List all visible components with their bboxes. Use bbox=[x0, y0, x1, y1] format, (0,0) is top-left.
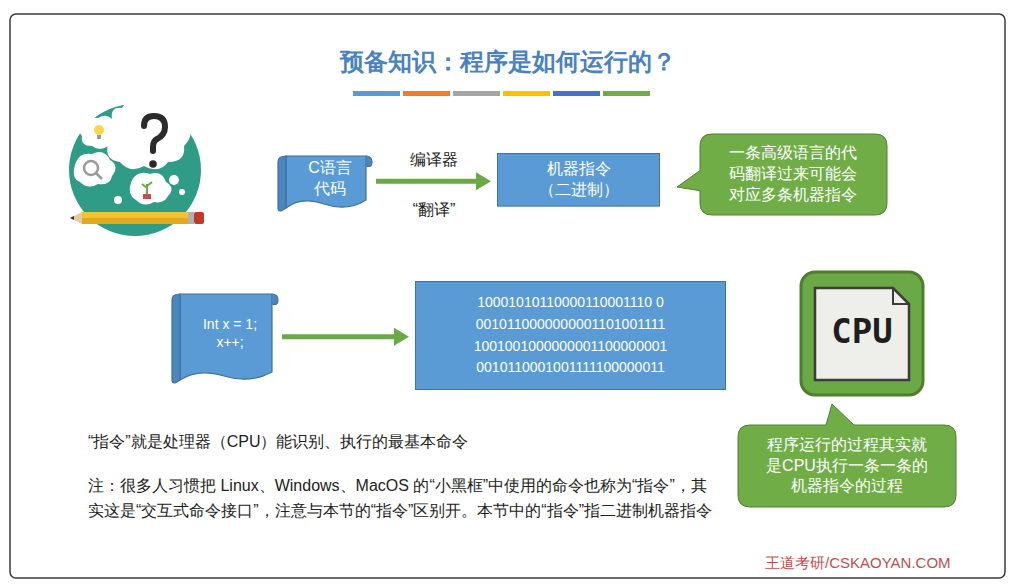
title: 预备知识：程序是如何运行的？ bbox=[0, 46, 1016, 78]
callout-outline bbox=[677, 134, 887, 215]
scroll-roll bbox=[172, 294, 180, 383]
page-border bbox=[10, 14, 1005, 578]
box-text: 10001010110000110001110 0 00101100000000… bbox=[473, 292, 669, 379]
arrow-shaft bbox=[282, 334, 395, 339]
scroll-curl bbox=[272, 294, 278, 305]
pencil bbox=[70, 212, 204, 224]
edge-label: 编译器 bbox=[374, 150, 494, 171]
scroll-roll bbox=[278, 156, 286, 211]
box-text: 程序运行的过程其实就是CPU执行一条一条的机器指令的过程 bbox=[764, 435, 930, 497]
thinking-icon bbox=[69, 96, 204, 236]
box-text: C语言 代码 bbox=[304, 158, 357, 200]
arrow-head bbox=[394, 328, 409, 346]
chip-label: CPU bbox=[801, 311, 923, 351]
process-box: C语言 代码 bbox=[278, 152, 370, 214]
process-box: Int x = 1; x++; bbox=[172, 290, 276, 386]
flow-arrow bbox=[282, 328, 409, 346]
process-box: 机器指令 （二进制） bbox=[497, 153, 660, 207]
scroll-body bbox=[180, 294, 272, 380]
note-text: “翻译” bbox=[374, 200, 494, 221]
process-box: 一条高级语言的代码翻译过来可能会对应多条机器指令 bbox=[700, 134, 887, 215]
box-text: Int x = 1; x++; bbox=[194, 315, 266, 351]
arrow-shaft bbox=[376, 179, 477, 184]
flow-arrow bbox=[376, 172, 491, 190]
box-text: 一条高级语言的代码翻译过来可能会对应多条机器指令 bbox=[726, 143, 860, 205]
process-box: 程序运行的过程其实就是CPU执行一条一条的机器指令的过程 bbox=[738, 425, 956, 507]
scroll-curl bbox=[366, 156, 372, 167]
watermark: 王道考研/CSKAOYAN.COM bbox=[765, 554, 951, 573]
box-text: 机器指令 （二进制） bbox=[534, 159, 624, 201]
note-text: “指令”就是处理器（CPU）能识别、执行的最基本命令 bbox=[88, 432, 468, 453]
title-bars bbox=[353, 91, 650, 96]
callout-outline bbox=[738, 404, 956, 507]
process-box: 10001010110000110001110 0 00101100000000… bbox=[415, 281, 726, 390]
box-outline bbox=[498, 153, 660, 206]
scroll-body bbox=[286, 156, 366, 208]
arrow-head bbox=[476, 172, 491, 190]
cpu-icon bbox=[801, 272, 923, 395]
box-outline bbox=[416, 282, 726, 390]
note-text: 注：很多人习惯把 Linux、Windows、MacOS 的“小黑框”中使用的命… bbox=[88, 474, 713, 524]
